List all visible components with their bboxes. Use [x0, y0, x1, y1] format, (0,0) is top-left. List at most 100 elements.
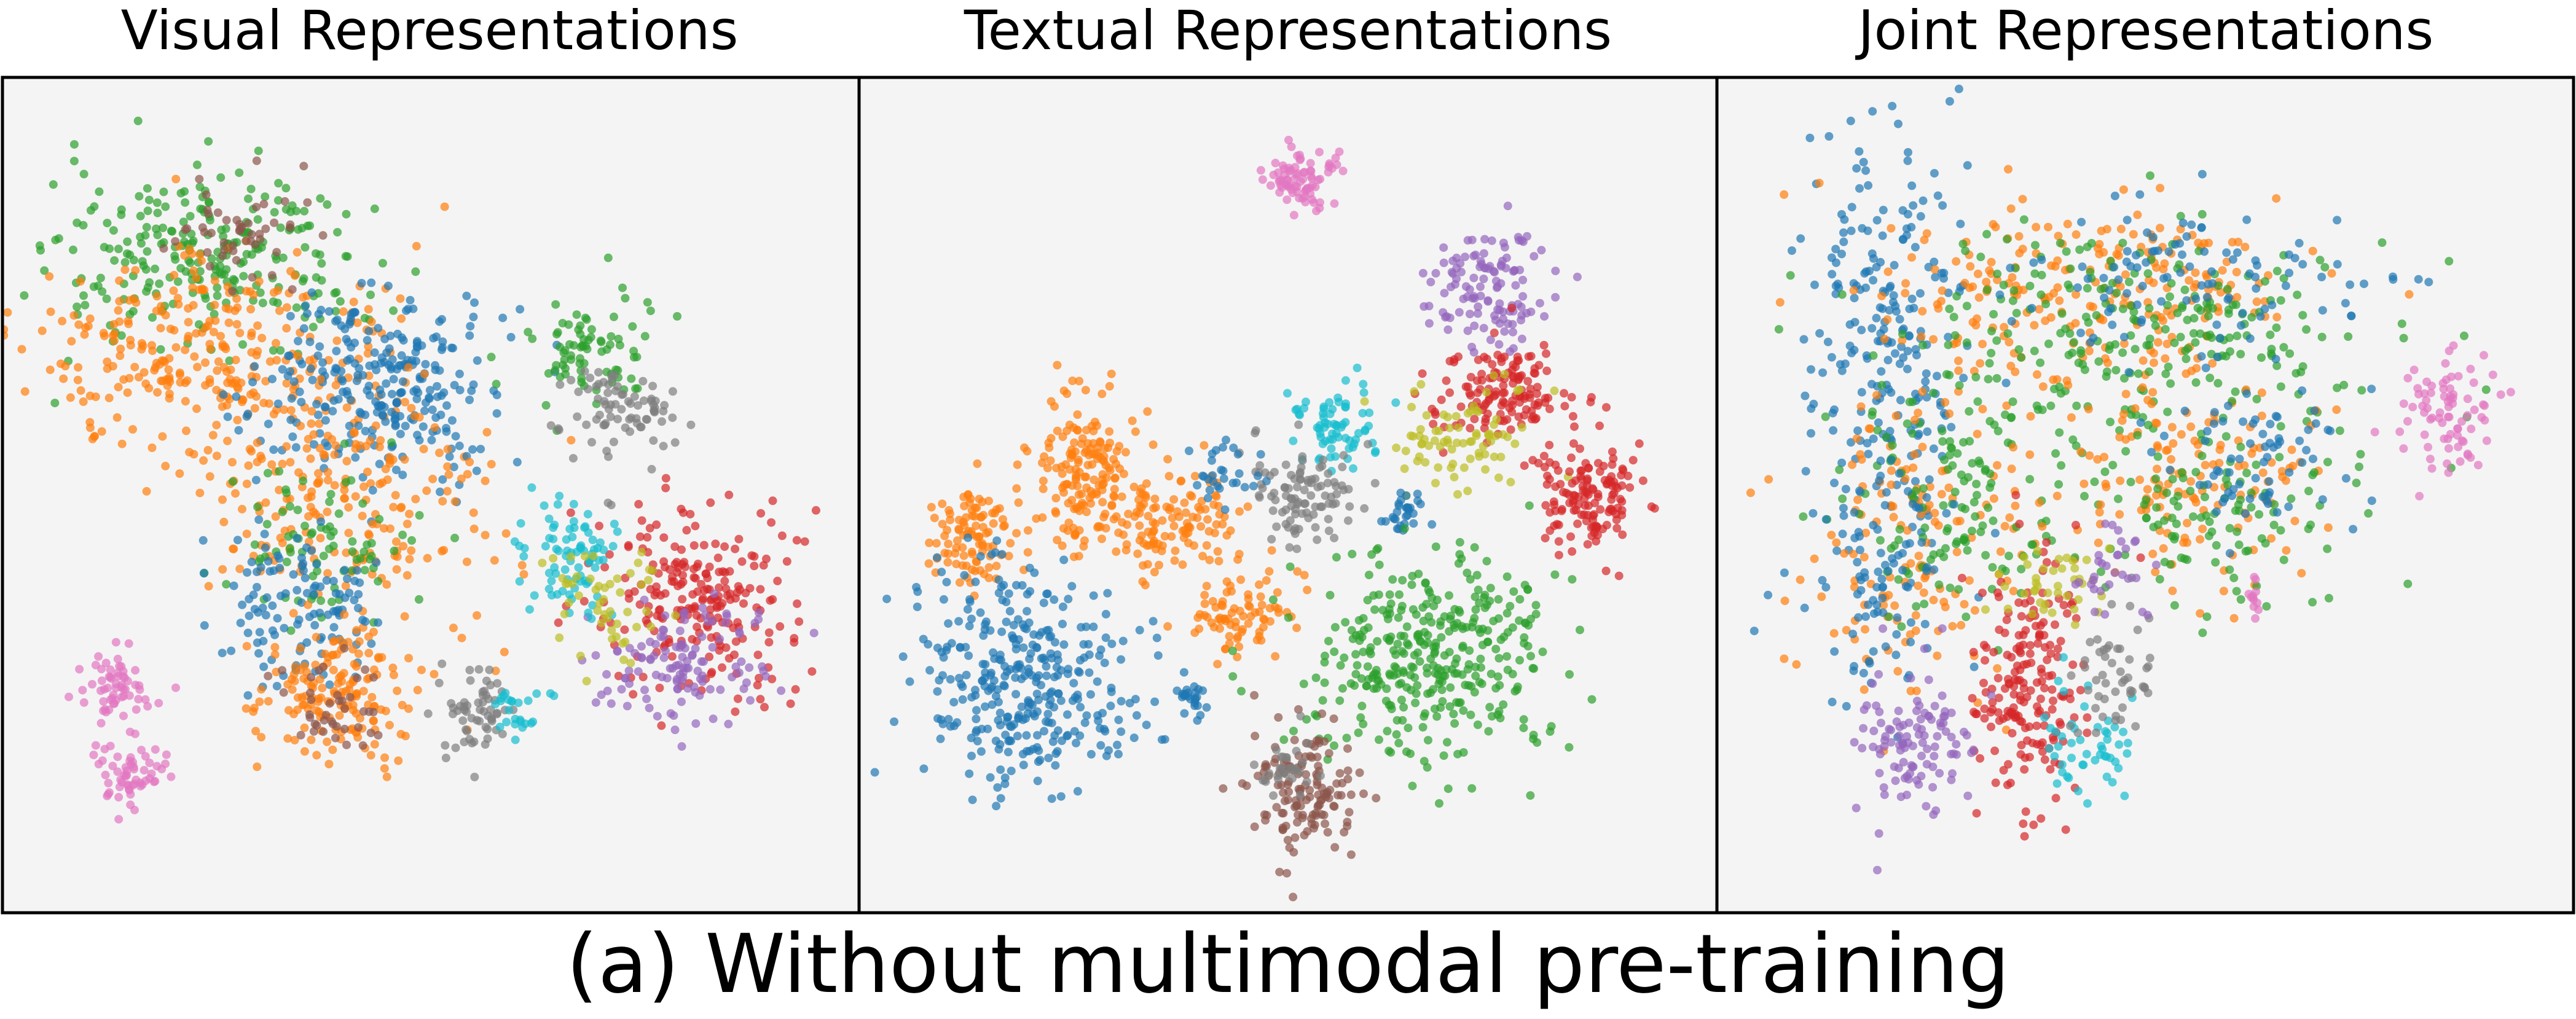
- scatter-point-red: [747, 551, 756, 560]
- scatter-point-orange: [132, 298, 141, 307]
- scatter-point-orange: [2153, 338, 2162, 347]
- scatter-point-green: [1550, 570, 1560, 579]
- scatter-point-gray: [1267, 534, 1276, 544]
- scatter-point-red: [699, 594, 707, 603]
- scatter-point-orange: [174, 300, 183, 309]
- scatter-point-red: [1628, 456, 1638, 465]
- scatter-point-red: [595, 521, 603, 531]
- scatter-point-green: [569, 341, 578, 350]
- scatter-point-olive: [1407, 402, 1416, 412]
- scatter-point-red: [1604, 475, 1614, 485]
- scatter-point-brown: [312, 721, 321, 730]
- scatter-point-orange: [212, 386, 221, 395]
- scatter-point-green: [1473, 720, 1482, 729]
- scatter-point-orange: [219, 517, 229, 526]
- scatter-point-green: [1370, 605, 1380, 614]
- scatter-point-green: [1482, 556, 1491, 566]
- scatter-point-orange: [352, 692, 361, 701]
- scatter-point-brown: [235, 225, 244, 235]
- scatter-point-brown: [1359, 789, 1368, 798]
- scatter-point-orange: [257, 733, 266, 742]
- scatter-point-blue: [1810, 280, 1819, 289]
- scatter-point-red: [1570, 422, 1579, 431]
- scatter-point-green: [1364, 571, 1373, 580]
- scatter-point-red: [678, 560, 687, 569]
- scatter-point-brown: [342, 740, 351, 749]
- scatter-point-blue: [1896, 396, 1905, 405]
- scatter-point-green: [1351, 650, 1361, 659]
- scatter-point-orange: [1112, 512, 1121, 521]
- scatter-point-orange: [1181, 508, 1190, 517]
- scatter-point-blue: [1916, 33, 1925, 41]
- scatter-point-orange: [2018, 244, 2027, 254]
- scatter-point-blue: [1203, 493, 1212, 502]
- scatter-point-red: [1569, 506, 1579, 515]
- scatter-point-blue: [312, 560, 321, 569]
- scatter-point-green: [143, 247, 152, 256]
- scatter-point-red: [1565, 490, 1574, 499]
- scatter-point-purple: [607, 699, 616, 708]
- scatter-point-blue: [332, 346, 341, 356]
- scatter-point-olive: [1483, 430, 1493, 439]
- scatter-point-blue: [937, 647, 946, 657]
- scatter-point-orange: [275, 485, 284, 494]
- scatter-point-blue: [1855, 184, 1864, 193]
- scatter-point-green: [579, 359, 589, 368]
- scatter-point-purple: [715, 634, 724, 644]
- scatter-point-orange: [1300, 571, 1309, 580]
- scatter-point-green: [1484, 727, 1493, 736]
- scatter-point-orange: [1216, 616, 1225, 625]
- scatter-point-blue: [1080, 653, 1089, 662]
- scatter-point-red: [1576, 444, 1584, 453]
- scatter-point-orange: [110, 336, 119, 345]
- scatter-point-orange: [367, 317, 376, 326]
- scatter-point-orange: [3, 308, 12, 317]
- scatter-point-orange: [1205, 555, 1214, 564]
- scatter-point-orange: [323, 467, 332, 477]
- scatter-point-red: [1612, 524, 1622, 533]
- scatter-point-blue: [933, 687, 942, 696]
- scatter-point-blue: [314, 310, 323, 319]
- scatter-point-purple: [1495, 299, 1504, 308]
- scatter-point-blue: [329, 623, 339, 632]
- scatter-point-orange: [1934, 304, 1943, 313]
- scatter-point-orange: [1211, 603, 1220, 612]
- scatter-point-green: [1445, 627, 1454, 636]
- scatter-point-blue: [1942, 509, 1951, 518]
- scatter-point-purple: [722, 611, 731, 620]
- scatter-point-blue: [1891, 349, 1899, 358]
- scatter-point-purple: [1455, 308, 1464, 317]
- scatter-point-blue: [1228, 478, 1238, 488]
- scatter-point-gray: [668, 413, 677, 423]
- scatter-point-blue: [937, 568, 946, 577]
- scatter-point-brown: [299, 162, 308, 171]
- scatter-point-blue: [882, 595, 892, 604]
- scatter-point-green: [1459, 748, 1468, 757]
- scatter-point-red: [764, 638, 774, 647]
- scatter-point-brown: [1294, 705, 1303, 714]
- scatter-point-green: [1422, 599, 1431, 609]
- scatter-point-brown: [345, 693, 355, 702]
- scatter-point-brown: [305, 689, 315, 697]
- scatter-point-blue: [1827, 253, 1836, 262]
- scatter-point-green: [1467, 784, 1477, 793]
- scatter-point-green: [179, 217, 188, 227]
- scatter-point-brown: [303, 198, 312, 207]
- scatter-point-blue: [946, 722, 955, 731]
- scatter-point-blue: [1852, 164, 1861, 173]
- scatter-point-cyan: [560, 565, 570, 574]
- scatter-point-pink: [113, 654, 122, 663]
- scatter-point-blue: [331, 589, 340, 598]
- scatter-point-red: [1551, 506, 1560, 515]
- scatter-point-orange: [1039, 484, 1048, 493]
- scatter-point-blue: [1416, 499, 1425, 509]
- scatter-point-blue: [1219, 466, 1228, 475]
- scatter-point-blue: [1096, 645, 1105, 654]
- scatter-point-blue: [1000, 773, 1010, 783]
- scatter-point-orange: [1012, 484, 1021, 493]
- scatter-point-green: [1386, 701, 1396, 710]
- scatter-point-orange: [953, 536, 962, 545]
- scatter-point-pink: [100, 744, 109, 754]
- scatter-point-orange: [242, 642, 251, 651]
- scatter-point-pink: [139, 766, 149, 775]
